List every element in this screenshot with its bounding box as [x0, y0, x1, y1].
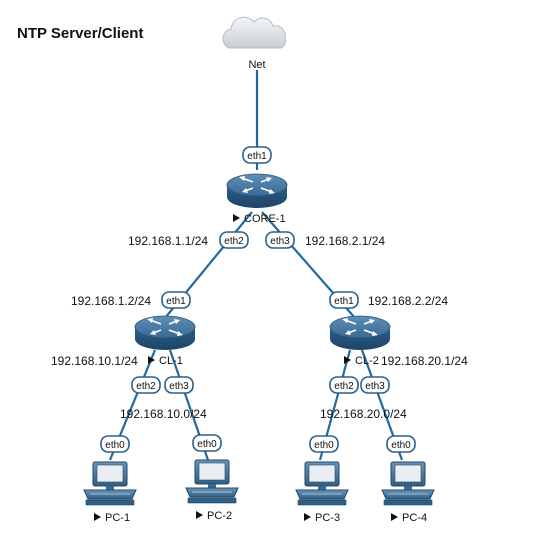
port-cl2-eth3[interactable]: eth3: [360, 376, 390, 394]
play-icon: [344, 356, 351, 364]
svg-text:eth3: eth3: [169, 381, 189, 392]
router-icon: [329, 315, 391, 351]
port-pc4-eth0[interactable]: eth0: [386, 435, 416, 453]
ip-cl1-lan: 192.168.10.1/24: [51, 354, 138, 368]
port-core-eth2[interactable]: eth2: [219, 231, 249, 249]
svg-text:eth1: eth1: [247, 151, 267, 162]
svg-text:eth1: eth1: [166, 296, 186, 307]
router-cl-1[interactable]: [134, 315, 196, 351]
pc-3[interactable]: [295, 461, 349, 506]
port-cl2-eth2[interactable]: eth2: [329, 376, 359, 394]
svg-text:eth3: eth3: [365, 381, 385, 392]
ip-core-right: 192.168.2.1/24: [305, 234, 385, 248]
port-core-eth3[interactable]: eth3: [265, 231, 295, 249]
svg-text:eth0: eth0: [105, 440, 125, 451]
svg-text:eth0: eth0: [197, 439, 217, 450]
ip-cl1-uplink: 192.168.1.2/24: [71, 294, 151, 308]
pc-icon: [185, 459, 239, 504]
play-icon: [233, 214, 240, 222]
port-cl1-eth3[interactable]: eth3: [164, 376, 194, 394]
cloud-icon[interactable]: [222, 16, 286, 49]
port-badges: eth1 eth2 eth3 eth1 eth2 eth3 eth1 eth2: [100, 146, 416, 453]
ip-core-left: 192.168.1.1/24: [128, 234, 208, 248]
port-cl1-eth2[interactable]: eth2: [131, 376, 161, 394]
router-label-cl-1: CL-1: [159, 355, 183, 367]
cloud-label: Net: [248, 59, 265, 71]
pc-label-3: PC-3: [315, 512, 340, 524]
pc-icon: [381, 461, 435, 506]
pc-icon: [295, 461, 349, 506]
play-icon: [196, 511, 203, 519]
pc-label-2: PC-2: [207, 510, 232, 522]
port-pc1-eth0[interactable]: eth0: [100, 435, 130, 453]
subnet-label-20: 192.168.20.0/24: [320, 407, 407, 421]
pc-2[interactable]: [185, 459, 239, 504]
play-icon: [391, 513, 398, 521]
port-pc3-eth0[interactable]: eth0: [309, 435, 339, 453]
port-core-eth1[interactable]: eth1: [242, 146, 272, 164]
play-icon: [304, 513, 311, 521]
router-icon: [134, 315, 196, 351]
svg-text:eth2: eth2: [334, 381, 354, 392]
ip-cl2-uplink: 192.168.2.2/24: [368, 294, 448, 308]
play-icon: [94, 513, 101, 521]
play-icon: [148, 356, 155, 364]
pc-icon: [83, 461, 137, 506]
svg-text:eth0: eth0: [314, 440, 334, 451]
svg-text:eth0: eth0: [391, 440, 411, 451]
pc-1[interactable]: [83, 461, 137, 506]
diagram-title: NTP Server/Client: [17, 25, 143, 42]
pc-4[interactable]: [381, 461, 435, 506]
router-icon: [226, 173, 288, 209]
router-label-cl-2: CL-2: [355, 355, 379, 367]
port-cl1-eth1[interactable]: eth1: [161, 291, 191, 309]
port-pc2-eth0[interactable]: eth0: [192, 434, 222, 452]
router-cl-2[interactable]: [329, 315, 391, 351]
svg-text:eth2: eth2: [224, 236, 244, 247]
pc-label-1: PC-1: [105, 512, 130, 524]
port-cl2-eth1[interactable]: eth1: [329, 291, 359, 309]
svg-text:eth2: eth2: [136, 381, 156, 392]
svg-text:eth3: eth3: [270, 236, 290, 247]
pc-label-4: PC-4: [402, 512, 427, 524]
subnet-label-10: 192.168.10.0/24: [120, 407, 207, 421]
svg-text:eth1: eth1: [334, 296, 354, 307]
router-core-1[interactable]: [226, 173, 288, 209]
links: [108, 70, 404, 461]
ip-cl2-lan: 192.168.20.1/24: [381, 354, 468, 368]
router-label-core-1: CORE-1: [244, 213, 286, 225]
